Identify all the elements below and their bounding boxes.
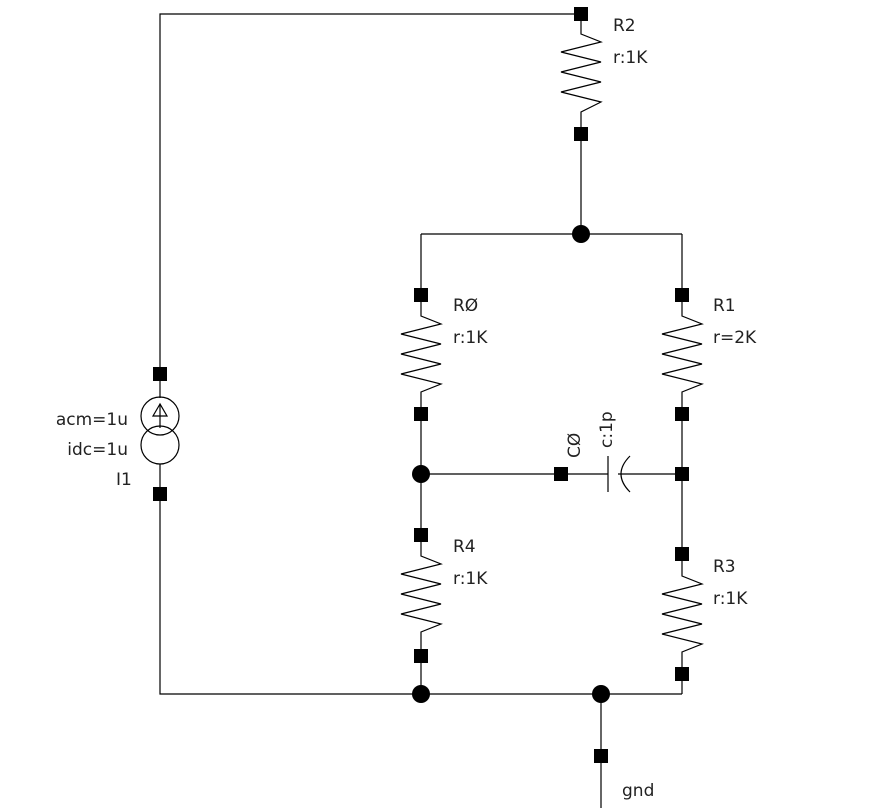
resistor-r3-name: R3 xyxy=(713,557,736,577)
pin-i1-bottom[interactable] xyxy=(153,487,167,501)
current-source-i1[interactable]: acm=1u idc=1u I1 xyxy=(56,374,180,494)
resistor-r3[interactable]: R3 r:1K xyxy=(661,554,748,674)
capacitor-c0-value: c:1p xyxy=(597,411,617,448)
resistor-r4-zigzag xyxy=(400,535,443,656)
wire-top-loop xyxy=(159,13,581,374)
resistor-r4-name: R4 xyxy=(453,537,476,557)
pin-r3-top[interactable] xyxy=(675,547,689,561)
pin-r0-top[interactable] xyxy=(414,288,428,302)
resistor-r3-zigzag xyxy=(661,554,704,674)
junctions xyxy=(412,225,610,703)
pin-i1-top[interactable] xyxy=(153,367,167,381)
resistor-r3-value: r:1K xyxy=(713,589,748,609)
junction-mid-left[interactable] xyxy=(412,465,430,483)
resistor-r1-name: R1 xyxy=(713,296,736,316)
current-source-circle-lower xyxy=(140,425,180,465)
pin-r2-top[interactable] xyxy=(574,7,588,21)
capacitor-c0[interactable]: CØ c:1p xyxy=(565,411,631,493)
junction-bottom-left[interactable] xyxy=(412,685,430,703)
wires xyxy=(159,13,683,808)
resistor-r0-value: r:1K xyxy=(453,328,488,348)
junction-bottom-gnd[interactable] xyxy=(592,685,610,703)
current-source-circle-upper xyxy=(140,396,180,436)
current-source-name: I1 xyxy=(116,470,132,490)
pin-gnd[interactable] xyxy=(594,749,608,763)
resistor-r1-zigzag xyxy=(661,295,704,414)
capacitor-c0-name: CØ xyxy=(565,433,585,458)
resistor-r4[interactable]: R4 r:1K xyxy=(400,535,488,656)
arrow-up-icon xyxy=(151,402,169,417)
resistor-r0[interactable]: RØ r:1K xyxy=(400,295,488,414)
resistor-r2-value: r:1K xyxy=(613,48,648,68)
resistor-r0-zigzag xyxy=(400,295,443,414)
pin-c0-left[interactable] xyxy=(554,467,568,481)
wire-bottom-loop xyxy=(159,494,682,695)
resistor-r4-value: r:1K xyxy=(453,569,488,589)
pin-c0-right[interactable] xyxy=(675,467,689,481)
pin-r3-bottom[interactable] xyxy=(675,667,689,681)
pin-r4-top[interactable] xyxy=(414,528,428,542)
pin-r0-bottom[interactable] xyxy=(414,407,428,421)
current-source-idc: idc=1u xyxy=(67,440,128,460)
resistor-r2-name: R2 xyxy=(613,16,636,36)
pin-r4-bottom[interactable] xyxy=(414,649,428,663)
pins xyxy=(153,7,689,763)
junction-top[interactable] xyxy=(572,225,590,243)
pin-r1-bottom[interactable] xyxy=(675,407,689,421)
resistor-r0-name: RØ xyxy=(453,296,478,316)
net-label-gnd: gnd xyxy=(622,781,654,801)
pin-r1-top[interactable] xyxy=(675,288,689,302)
pin-r2-bottom[interactable] xyxy=(574,127,588,141)
capacitor-c0-plate-curved xyxy=(620,455,631,493)
resistor-r1[interactable]: R1 r=2K xyxy=(661,295,757,414)
resistor-r2[interactable]: R2 r:1K xyxy=(560,14,648,134)
resistor-r2-zigzag xyxy=(560,14,603,134)
current-source-acm: acm=1u xyxy=(56,410,128,430)
resistor-r1-value: r=2K xyxy=(713,328,757,348)
